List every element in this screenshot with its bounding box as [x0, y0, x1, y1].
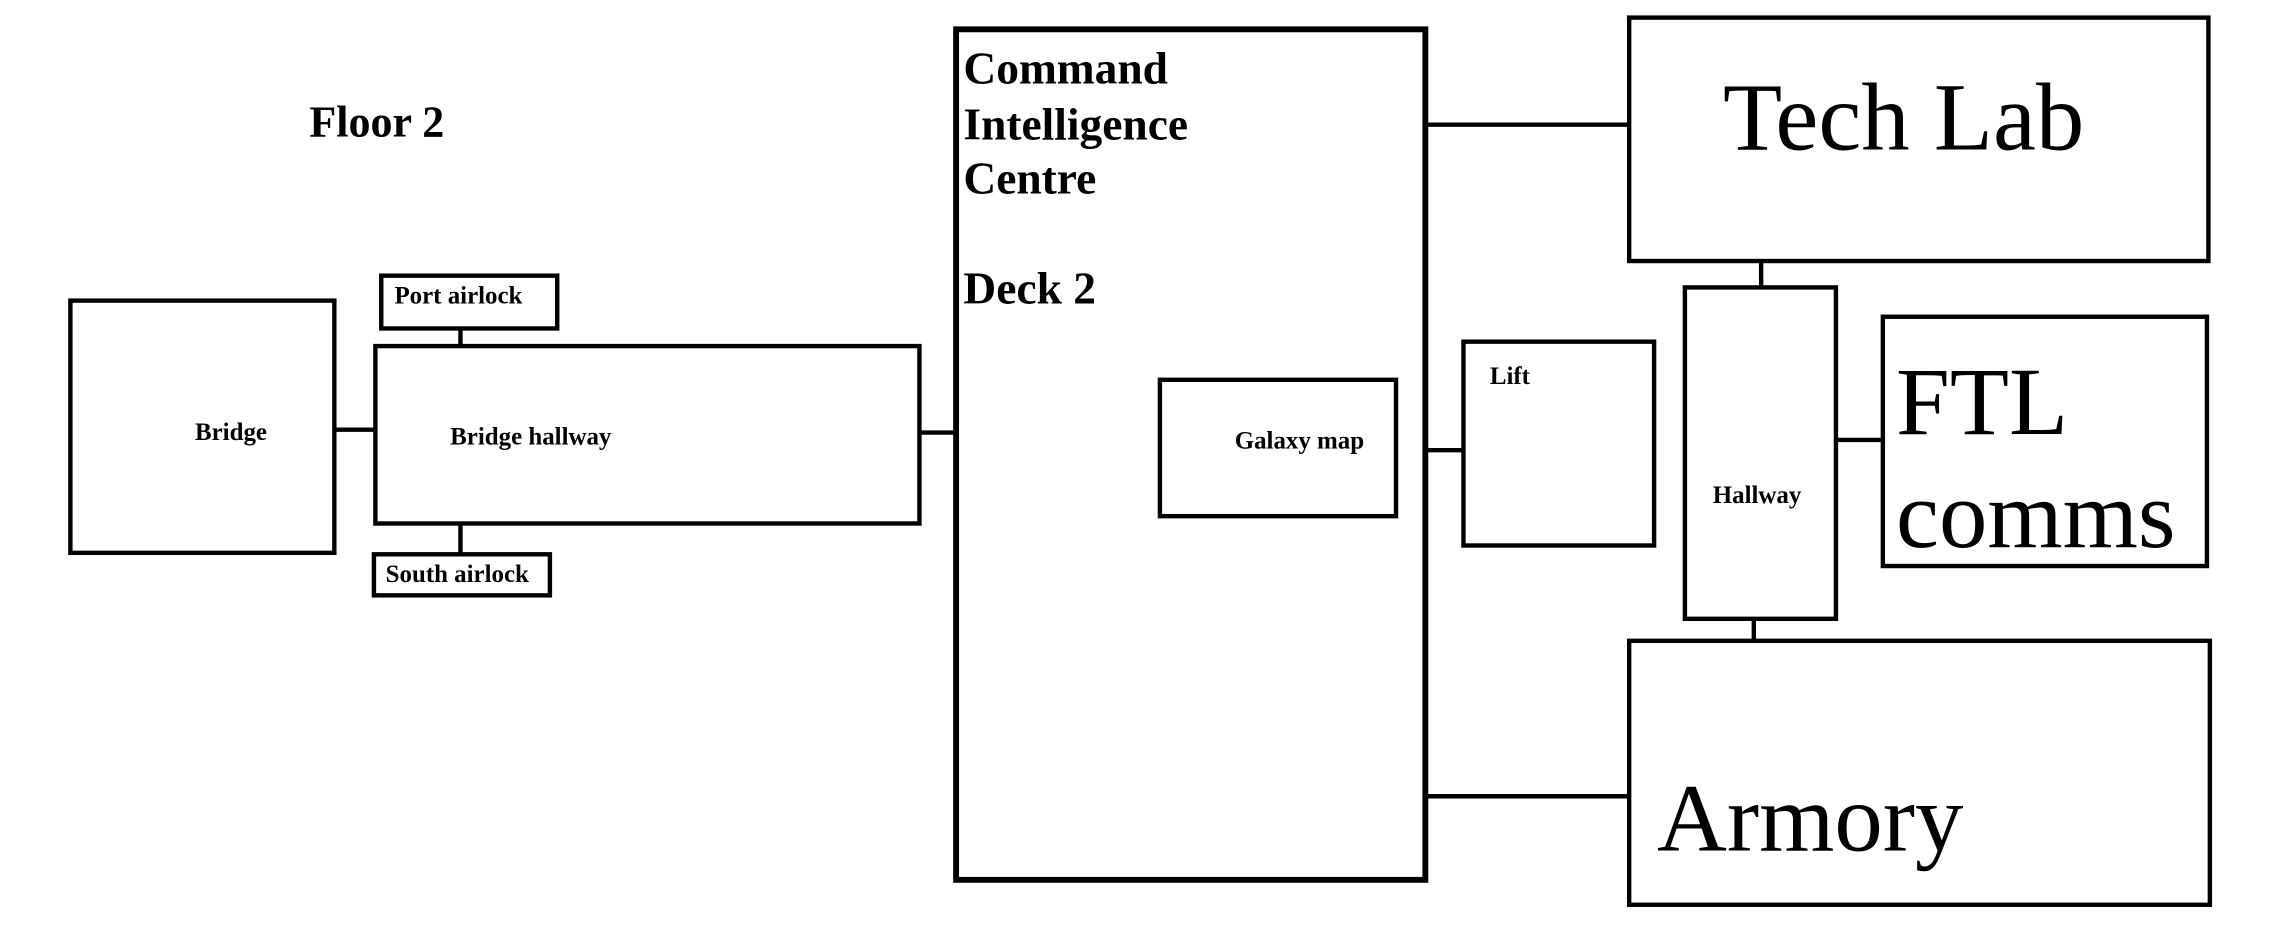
south-airlock-label: South airlock: [386, 561, 529, 588]
room-armory: [1626, 638, 2213, 907]
ftl-comms-label-line-1: FTL: [1896, 348, 2068, 455]
bridge-label: Bridge: [195, 419, 267, 446]
lift-label: Lift: [1490, 363, 1531, 390]
cic-label-line-1: Command: [963, 43, 1168, 94]
galaxy-map-label: Galaxy map: [1235, 428, 1364, 455]
cic-label-line-2: Intelligence: [963, 98, 1188, 149]
floor-title: Floor 2: [309, 97, 444, 146]
room-hallway: [1682, 285, 1839, 622]
port-airlock-label: Port airlock: [394, 283, 522, 310]
tech-lab-label: Tech Lab: [1723, 64, 2084, 171]
room-lift: [1461, 339, 1657, 548]
room-ftl-comms: [1880, 314, 2210, 569]
hallway-label: Hallway: [1713, 482, 1802, 509]
armory-label: Armory: [1657, 765, 1963, 872]
cic-deck-label: Deck 2: [963, 263, 1096, 314]
room-south-airlock: [371, 552, 553, 598]
ftl-comms-label-line-2: comms: [1896, 461, 2176, 568]
room-galaxy-map: [1157, 377, 1399, 519]
room-bridge: [68, 298, 337, 556]
cic-label-line-3: Centre: [963, 153, 1096, 204]
room-port-airlock: [379, 273, 560, 331]
bridge-hallway-label: Bridge hallway: [450, 423, 612, 450]
room-tech-lab: [1626, 15, 2211, 264]
room-bridge-hallway: [373, 343, 922, 526]
